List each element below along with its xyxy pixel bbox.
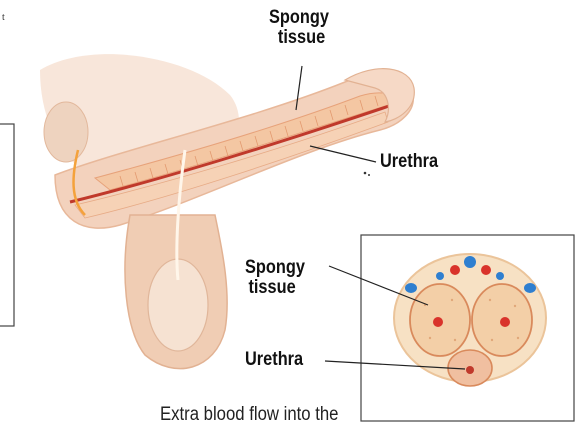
artery-left (433, 317, 443, 327)
artery-right (500, 317, 510, 327)
speck (364, 172, 367, 175)
testicle-shape (44, 102, 88, 162)
cross-spongy-label-line2: tissue (245, 278, 305, 298)
cross-spongy-label-line1: Spongy (245, 258, 305, 278)
spongy-tissue-label-line2: tissue (262, 28, 336, 48)
edge-mark: t (2, 12, 5, 23)
urethra-dot (466, 366, 474, 374)
spongy-tissue-label: Spongy tissue (262, 8, 336, 48)
left-panel-edge (0, 124, 14, 326)
caption-text: Extra blood flow into the (160, 404, 338, 426)
urethra-label: Urethra (380, 152, 438, 172)
cross-urethra-label: Urethra (245, 350, 303, 370)
spongy-tissue-label-line1: Spongy (262, 8, 336, 28)
speck (368, 174, 370, 176)
urethra-leader-line (310, 146, 376, 162)
cross-spongy-tissue-label: Spongy tissue (245, 258, 305, 298)
